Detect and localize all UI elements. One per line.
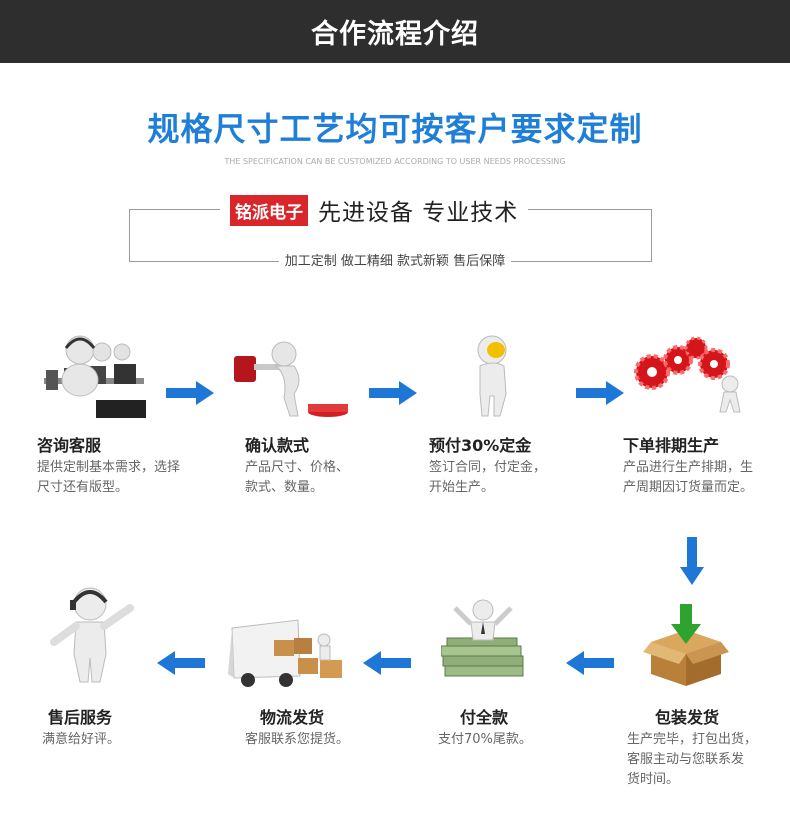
step-name: 咨询客服 (37, 436, 102, 455)
page-title: 合作流程介绍 (311, 19, 479, 50)
arrow-down-icon (680, 537, 704, 589)
step-desc: 签订合同，付定金， 开始生产。 (429, 460, 547, 495)
subline: THE SPECIFICATION CAN BE CUSTOMIZED ACCO… (224, 157, 566, 166)
step-name: 售后服务 (48, 708, 113, 727)
arrow-left-icon (566, 651, 614, 679)
step-name: 包装发货 (655, 708, 720, 727)
step-name: 确认款式 (245, 436, 310, 455)
delivery-truck-icon (228, 619, 342, 687)
step-name: 下单排期生产 (623, 436, 720, 455)
gears-production-icon (634, 336, 741, 413)
step-desc: 支付70%尾款。 (438, 732, 532, 747)
arrow-left-icon (157, 651, 205, 679)
tagline: 加工定制 做工精细 款式新颖 售后保障 (0, 250, 790, 269)
package-box-icon (643, 604, 729, 686)
arrow-right-icon (576, 381, 624, 409)
money-pile-icon (441, 599, 524, 677)
headset-service-icon (50, 587, 134, 683)
coin-deposit-icon (477, 335, 507, 417)
slogan-text: 先进设备 专业技术 (318, 200, 519, 226)
brand-tag: 铭派电子 (230, 194, 308, 226)
slogan-row: 铭派电子 先进设备 专业技术 (220, 194, 529, 226)
step-desc: 提供定制基本需求，选择 尺寸还有版型。 (37, 460, 181, 495)
step-name: 物流发货 (260, 708, 325, 727)
arrow-right-icon (369, 381, 417, 409)
tagline-text: 加工定制 做工精细 款式新颖 售后保障 (278, 254, 512, 269)
header-bar: 合作流程介绍 (0, 0, 790, 63)
step-desc: 生产完毕，打包出货， 客服主动与您联系发 货时间。 (627, 732, 758, 787)
hammer-confirm-icon (234, 341, 348, 417)
step-desc: 客服联系您提货。 (245, 732, 350, 747)
step-name: 付全款 (460, 708, 509, 727)
step-desc: 满意给好评。 (42, 732, 121, 747)
step-desc: 产品尺寸、价格、 款式、数量。 (245, 460, 350, 495)
step-desc: 产品进行生产排期，生 产周期因订货量而定。 (623, 460, 754, 495)
arrow-right-icon (166, 381, 214, 409)
arrow-left-icon (363, 651, 411, 679)
step-name: 预付30%定金 (429, 436, 532, 455)
call-center-icon (44, 335, 146, 418)
headline: 规格尺寸工艺均可按客户要求定制 (147, 110, 643, 148)
